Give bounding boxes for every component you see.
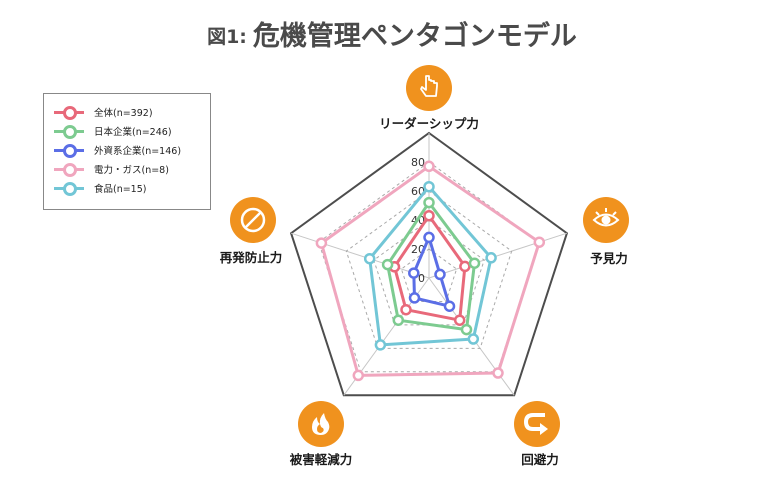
legend-swatch <box>54 181 84 196</box>
data-point <box>363 252 376 265</box>
data-point <box>459 260 471 273</box>
eye-outline <box>592 213 620 227</box>
figure-number: 図1: <box>207 26 247 48</box>
fire-extinguish-icon <box>298 401 344 447</box>
chart-legend: 全体(n=392) 日本企業(n=246) 外資系企業(n=146) 電力・ガス(n=… <box>43 93 211 210</box>
arrow-head <box>540 423 548 435</box>
tick-label: 80 <box>411 156 425 169</box>
chart-title-text: 危機管理ペンタゴンモデル <box>252 21 577 52</box>
data-point <box>460 323 473 336</box>
legend-item: 電力・ガス(n=8) <box>54 161 169 177</box>
legend-swatch <box>54 162 84 177</box>
legend-label: 全体(n=392) <box>94 108 153 119</box>
no-repeat-icon <box>230 197 276 243</box>
legend-label: 食品(n=15) <box>94 184 147 195</box>
eye-lash <box>595 211 600 216</box>
data-point <box>408 267 420 279</box>
legend-label: 日本企業(n=246) <box>94 127 172 138</box>
data-point <box>467 333 480 345</box>
legend-swatch <box>54 105 84 120</box>
radar-outer-frame <box>289 131 569 397</box>
u-turn-arrow-icon <box>514 401 560 447</box>
axis-label: 回避力 <box>521 452 559 467</box>
data-point <box>453 314 466 326</box>
radar-spoke <box>290 232 430 279</box>
axis-label: リーダーシップ力 <box>379 116 479 131</box>
icon-badge <box>514 401 560 447</box>
data-point <box>408 292 421 304</box>
series-line <box>368 185 493 347</box>
legend-item: 食品(n=15) <box>54 180 146 196</box>
series-line <box>319 164 541 377</box>
eye-lash <box>612 211 617 216</box>
data-point <box>423 160 435 173</box>
series-line <box>393 214 467 322</box>
data-point <box>381 258 394 271</box>
axis-label: 再発防止力 <box>220 250 283 265</box>
data-point <box>443 300 456 312</box>
radar-spoke <box>428 232 568 279</box>
flame-shape <box>312 413 330 435</box>
data-point <box>423 180 435 193</box>
legend-label: 電力・ガス(n=8) <box>94 165 169 176</box>
legend-item: 日本企業(n=246) <box>54 123 172 139</box>
data-point <box>374 339 387 351</box>
data-point <box>392 314 405 326</box>
icon-badge <box>406 65 452 111</box>
tick-label: 0 <box>418 272 425 285</box>
series-line <box>412 235 451 308</box>
data-point <box>434 268 446 281</box>
axis-label: 被害軽減力 <box>290 452 353 467</box>
data-point <box>423 209 435 222</box>
eye-icon <box>583 197 629 243</box>
legend-swatch <box>54 143 84 158</box>
radar-gridline <box>345 190 513 349</box>
data-point <box>485 252 497 264</box>
series-line <box>386 201 476 332</box>
data-point <box>492 367 504 379</box>
pointing-hand-icon <box>406 65 452 111</box>
hand-shape <box>420 75 438 97</box>
data-point <box>533 236 546 248</box>
flame-core <box>317 424 324 433</box>
prohibit-circle <box>240 207 266 233</box>
arrow-shaft <box>523 413 545 431</box>
data-point <box>423 196 435 209</box>
data-point <box>315 237 328 249</box>
legend-item: 全体(n=392) <box>54 104 153 120</box>
eye-pupil <box>601 215 611 225</box>
legend-swatch <box>54 124 84 139</box>
chart-title: 図1:危機管理ペンタゴンモデル <box>0 14 784 53</box>
data-point <box>352 369 365 382</box>
axis-label: 予見力 <box>590 251 628 266</box>
legend-label: 外資系企業(n=146) <box>94 146 182 157</box>
data-point <box>400 303 412 316</box>
legend-item: 外資系企業(n=146) <box>54 142 181 158</box>
data-point <box>423 231 435 244</box>
data-point <box>468 257 481 269</box>
prohibit-slash <box>244 211 262 229</box>
